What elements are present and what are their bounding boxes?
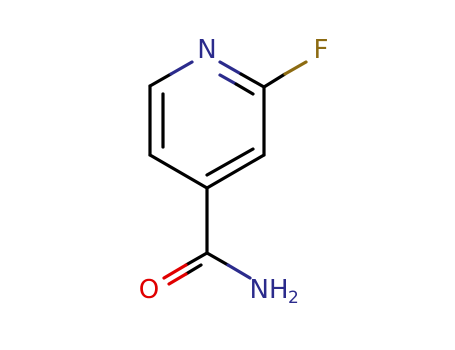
atom-label-n1: N [197,35,216,65]
bond-n1-c2-black [239,72,266,89]
bond-c2-f-brown [283,60,308,76]
bond-c7-n-blue [226,263,252,280]
bond-n1-c2-inner-blue [218,73,238,86]
atom-label-f: F [314,35,329,65]
bond-c6-n1-blue [169,60,194,76]
atom-label-nh2-subscript: 2 [288,288,299,308]
atom-label-nh2: NH [250,275,289,305]
bond-c7-n-black [205,251,230,267]
bond-n1-c2-blue [218,60,243,76]
bond-c3-c4 [205,153,266,190]
bond-c2-f-black [262,72,287,89]
bond-c6-n1-black [148,72,173,88]
bond-c7-o-inner-red [167,272,188,286]
bond-c3-c4-inner [205,147,255,177]
bond-c7-o-inner-black [184,263,203,276]
bond-c7-o-red [162,263,188,280]
bond-c4-c5 [148,153,209,190]
bond-c7-o-black [184,251,209,267]
atom-label-o: O [139,275,159,305]
bond-n1-c2-inner-black [234,82,255,96]
